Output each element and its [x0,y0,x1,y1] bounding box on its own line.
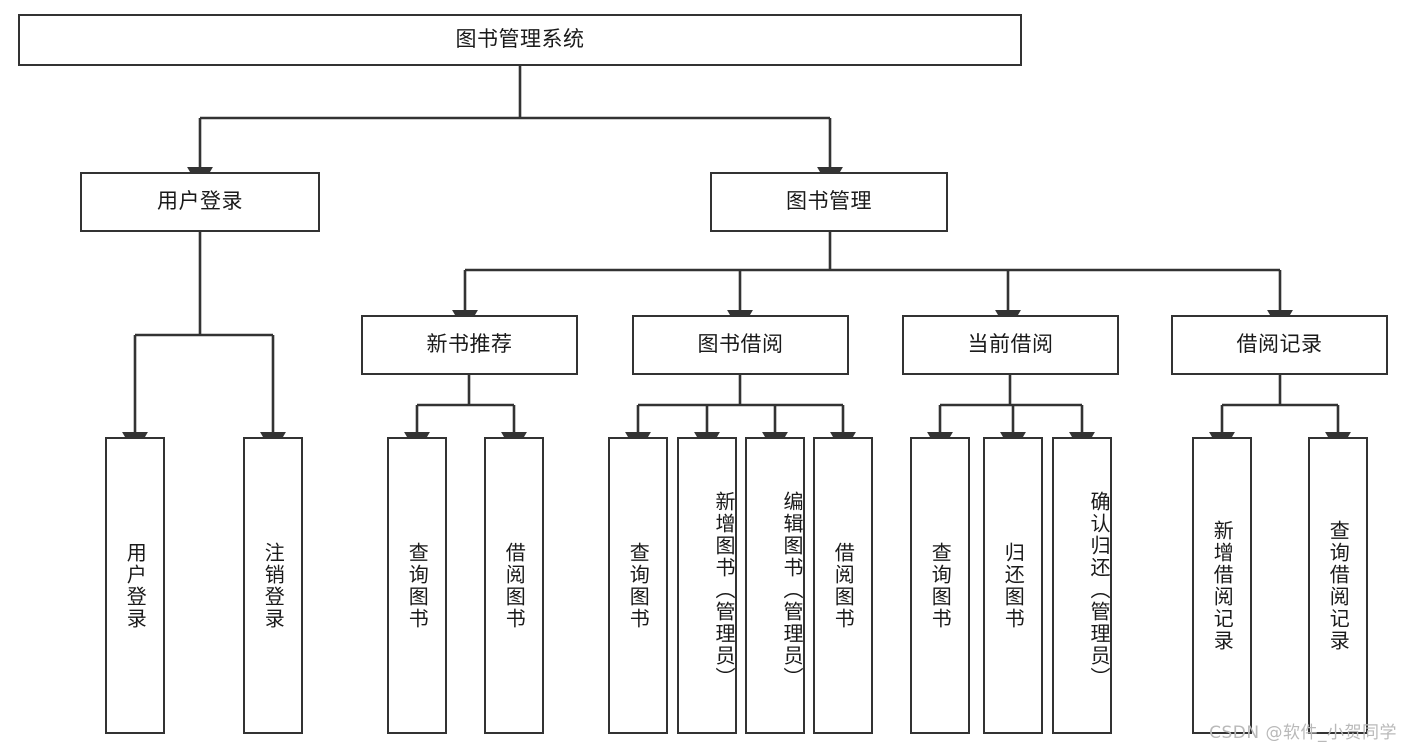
node-leaf-borrow-book-label: 借阅图书 [831,541,856,630]
node-book-borrow-label: 图书借阅 [697,332,784,357]
node-borrow-record[interactable]: 借阅记录 [1171,315,1388,375]
node-user-login[interactable]: 用户登录 [80,172,320,232]
node-leaf-add-book-label: 新增图书（管理员） [712,490,736,689]
node-leaf-query-book-borrow[interactable]: 查询图书 [608,437,668,734]
node-current-borrow-label: 当前借阅 [967,332,1054,357]
node-leaf-query-book-cur-label: 查询图书 [928,541,953,630]
node-user-login-label: 用户登录 [157,189,243,214]
node-borrow-record-label: 借阅记录 [1236,332,1323,357]
node-leaf-edit-book[interactable]: 编辑图书（管理员） [745,437,805,734]
node-book-manage[interactable]: 图书管理 [710,172,948,232]
node-root-label: 图书管理系统 [455,27,585,52]
node-new-book-rec[interactable]: 新书推荐 [361,315,578,375]
node-leaf-query-book-cur[interactable]: 查询图书 [910,437,970,734]
node-leaf-user-logout[interactable]: 注销登录 [243,437,303,734]
node-new-book-rec-label: 新书推荐 [426,332,513,357]
node-book-borrow[interactable]: 图书借阅 [632,315,849,375]
node-leaf-query-book-rec-label: 查询图书 [405,541,430,630]
node-leaf-borrow-book-rec-label: 借阅图书 [502,541,527,630]
node-leaf-edit-book-label: 编辑图书（管理员） [780,490,804,689]
node-leaf-add-record[interactable]: 新增借阅记录 [1192,437,1252,734]
node-leaf-borrow-book[interactable]: 借阅图书 [813,437,873,734]
node-root[interactable]: 图书管理系统 [18,14,1022,66]
node-leaf-user-login[interactable]: 用户登录 [105,437,165,734]
node-current-borrow[interactable]: 当前借阅 [902,315,1119,375]
node-leaf-borrow-book-rec[interactable]: 借阅图书 [484,437,544,734]
node-leaf-confirm-return-label: 确认归还（管理员） [1087,490,1111,689]
node-leaf-user-login-label: 用户登录 [123,541,148,630]
node-leaf-confirm-return[interactable]: 确认归还（管理员） [1052,437,1112,734]
node-leaf-add-book[interactable]: 新增图书（管理员） [677,437,737,734]
node-leaf-return-book[interactable]: 归还图书 [983,437,1043,734]
csdn-watermark: CSDN @软件_小贺同学 [1209,723,1397,743]
node-leaf-query-book-rec[interactable]: 查询图书 [387,437,447,734]
node-leaf-query-book-borrow-label: 查询图书 [626,541,651,630]
node-leaf-query-record[interactable]: 查询借阅记录 [1308,437,1368,734]
node-leaf-user-logout-label: 注销登录 [261,541,286,630]
node-leaf-return-book-label: 归还图书 [1001,541,1026,630]
node-book-manage-label: 图书管理 [786,189,872,214]
node-leaf-query-record-label: 查询借阅记录 [1326,519,1351,652]
node-leaf-add-record-label: 新增借阅记录 [1210,519,1235,652]
